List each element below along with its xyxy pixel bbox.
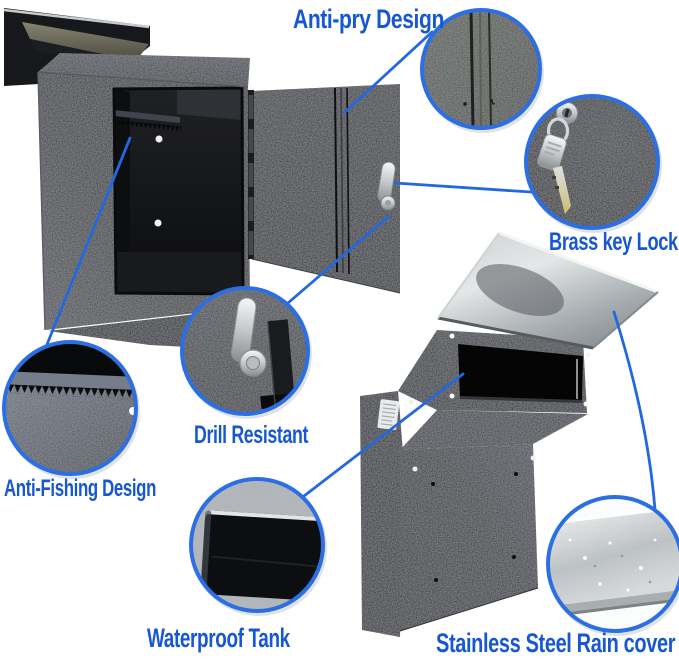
drill-resistant-connector-line [286,214,391,305]
body-screws [408,399,536,582]
stainless-cover-detail-circle [546,495,679,636]
hinge-knuckles [248,95,254,255]
label-sticker [377,399,400,430]
mount-hole [155,135,163,143]
door-panel [252,84,400,293]
housing-fold-face [400,410,588,450]
box-top-face [38,53,250,87]
waterproof-tank-detail-circle [189,477,327,616]
left-dropbox-rear-open [3,8,401,350]
anti-fishing-teeth [113,119,182,132]
tank-lip-detail [200,510,323,602]
anti-pry-seam [346,87,350,275]
anti-pry-connector-line [343,30,434,114]
stainless-rain-cover-label: Stainless Steel Rain cover [436,628,676,658]
cover-right-edge [592,291,659,349]
brass-key-lock-label: Brass key Lock [549,228,678,256]
right-box-front-face [400,444,538,631]
mount-hole [154,219,162,227]
anti-pry-seam-highlight [340,87,344,274]
cover-left-edge [437,232,500,319]
anti-pry-seam [334,87,338,273]
anti-fishing-connector-line [44,136,132,349]
right-box-side-face [360,391,403,637]
anti-fishing-label: Anti-Fishing Design [4,475,157,502]
cover-reflection [476,264,564,316]
waterproof-tank-label: Waterproof Tank [147,623,290,653]
door-bottom-edge [251,258,401,294]
drill-resistant-label: Drill Resistant [194,421,309,449]
open-door [248,84,401,294]
mail-slot [449,333,591,407]
callout-lines [44,30,657,512]
rain-hood [22,22,149,61]
anti-pry-label: Anti-pry Design [293,4,444,34]
waterproof-tank-connector-line [302,372,465,498]
slot-screws [449,333,591,407]
door-cam-lock [377,161,396,211]
brass-key-lock-detail-circle [524,94,662,233]
bottom-edge [399,587,539,632]
left-edge-highlight [37,71,46,331]
anti-pry-detail-circle [420,8,544,133]
right-dropbox-front [360,231,659,637]
stainless-cover-connector-line [612,310,657,512]
stainless-rain-cover [437,231,659,350]
wet-steel-detail [548,504,679,618]
drill-resistant-detail-circle [180,286,312,419]
cam-lock-detail [231,297,296,411]
water-droplets [568,538,657,592]
cover-bottom-edge [437,316,594,350]
brass-key-lock-connector-line [393,181,533,194]
plate-top-rail [3,8,150,29]
interior-left-wall [114,89,130,293]
anti-fishing-shelf [114,110,180,123]
box-front-face [38,72,250,330]
keys-in-lock [537,102,578,214]
cover-top-edge [498,231,659,294]
top-edge-highlight [37,71,249,88]
box-interior [113,88,243,294]
interior-top-face [177,88,242,120]
slot-bottom-lip [460,396,582,403]
interior-floor [116,252,243,294]
housing-left-edge [398,330,437,410]
anti-fishing-detail-circle [2,340,140,479]
